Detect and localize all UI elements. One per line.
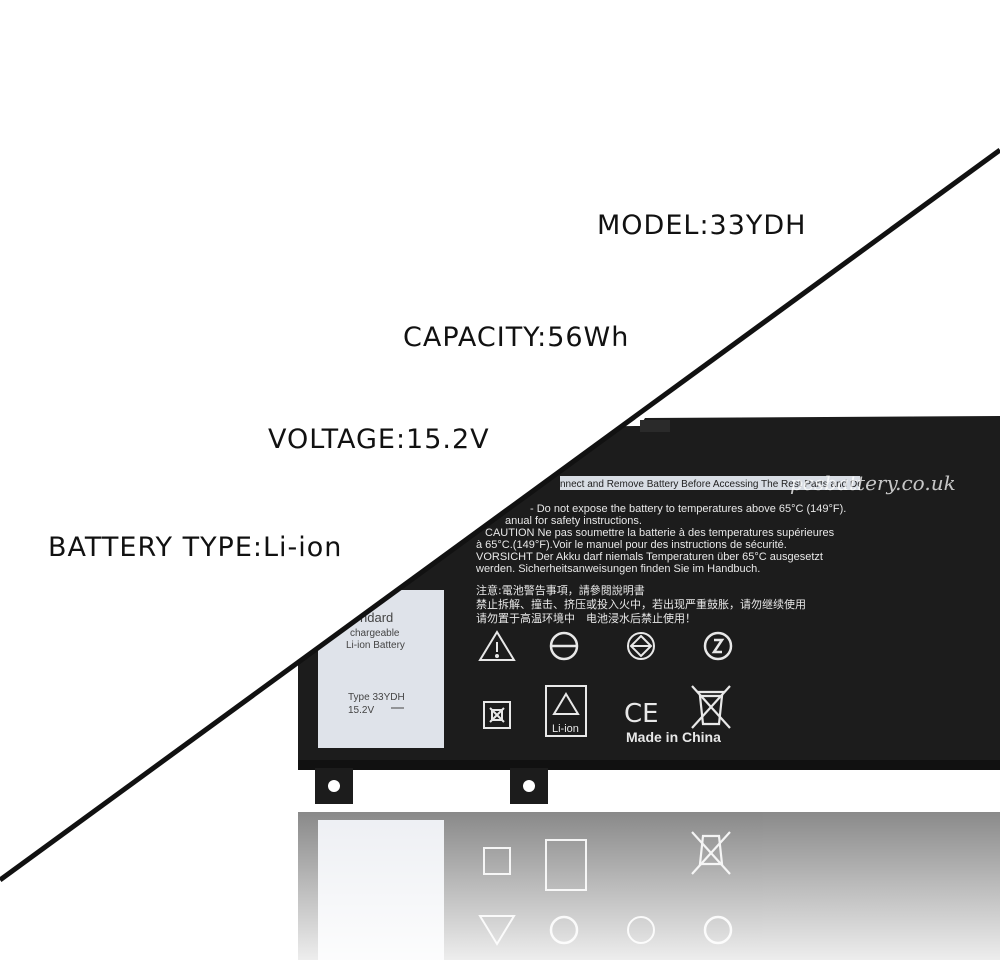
battery-group: nnect and Remove Battery Before Accessin… — [298, 416, 1000, 960]
no-puncture-icon — [627, 632, 655, 660]
spec-model-value: 33YDH — [709, 210, 807, 241]
battery-bottom-edge — [298, 760, 1000, 770]
warning-text-block: - Do not expose the battery to temperatu… — [475, 503, 846, 575]
no-fire-icon — [703, 631, 733, 661]
spec-model: MODEL:33YDH — [597, 210, 807, 241]
spec-voltage: VOLTAGE:15.2V — [268, 424, 490, 455]
spec-voltage-value: 15.2V — [406, 424, 490, 455]
warning-strip — [560, 476, 860, 490]
diagonal-divider — [0, 147, 1000, 883]
spec-capacity-label: CAPACITY: — [403, 322, 548, 353]
battery-connector — [640, 420, 670, 432]
chinese-line: 注意:電池警告事項，請參閱說明書 — [476, 583, 645, 597]
warning-triangle-icon — [478, 630, 516, 661]
battery-warning-icon — [483, 701, 511, 729]
top-warning-text: nnect and Remove Battery Before Accessin… — [560, 479, 886, 490]
sticker-line: chargeable — [350, 628, 400, 639]
spec-battery-type-label: BATTERY TYPE: — [48, 532, 263, 563]
reflection-fade — [298, 812, 1000, 960]
sticker-type: Type 33YDH — [348, 692, 405, 703]
warning-line: VORSICHT Der Akku darf niemals Temperatu… — [476, 551, 823, 563]
recycle-label: Li-ion — [552, 723, 579, 735]
spec-model-label: MODEL: — [597, 210, 710, 241]
mounting-tab-left — [315, 768, 353, 804]
spec-capacity: CAPACITY:56Wh — [403, 322, 629, 353]
sticker-line: Li-ion Battery — [346, 640, 405, 651]
watermark-text: pcsbattery.co.uk — [790, 471, 956, 495]
no-disassemble-icon — [549, 631, 579, 661]
mounting-tab-right — [510, 768, 548, 804]
chinese-line: 禁止拆解、撞击、挤压或投入火中，若出现严重鼓胀，请勿继续使用 — [476, 597, 806, 611]
spec-battery-type-value: Li-ion — [263, 532, 343, 563]
warning-line: CAUTION Ne pas soumettre la batterie à d… — [485, 527, 835, 539]
chinese-text-block: 注意:電池警告事項，請參閱說明書 禁止拆解、撞击、挤压或投入火中，若出现严重鼓胀… — [476, 583, 806, 625]
recycle-icon: Li-ion — [545, 685, 587, 737]
warning-line: werden. Sicherheitsanweisungen finden Si… — [475, 563, 760, 575]
spec-voltage-label: VOLTAGE: — [268, 424, 407, 455]
spec-capacity-value: 56Wh — [547, 322, 630, 353]
made-in-text: Made in China — [626, 729, 721, 745]
chinese-line: 请勿置于高温环境中 电池浸水后禁止使用！ — [476, 611, 696, 625]
ce-mark-icon: CE — [624, 699, 659, 729]
spec-battery-type: BATTERY TYPE:Li-ion — [48, 532, 342, 563]
warning-line: - Do not expose the battery to temperatu… — [530, 503, 846, 515]
warning-line: à 65°C.(149°F).Voir le manuel pour des i… — [476, 539, 787, 551]
sticker-voltage: 15.2V — [348, 705, 374, 716]
warning-line: anual for safety instructions. — [505, 515, 642, 527]
weee-bin-icon — [691, 685, 731, 729]
